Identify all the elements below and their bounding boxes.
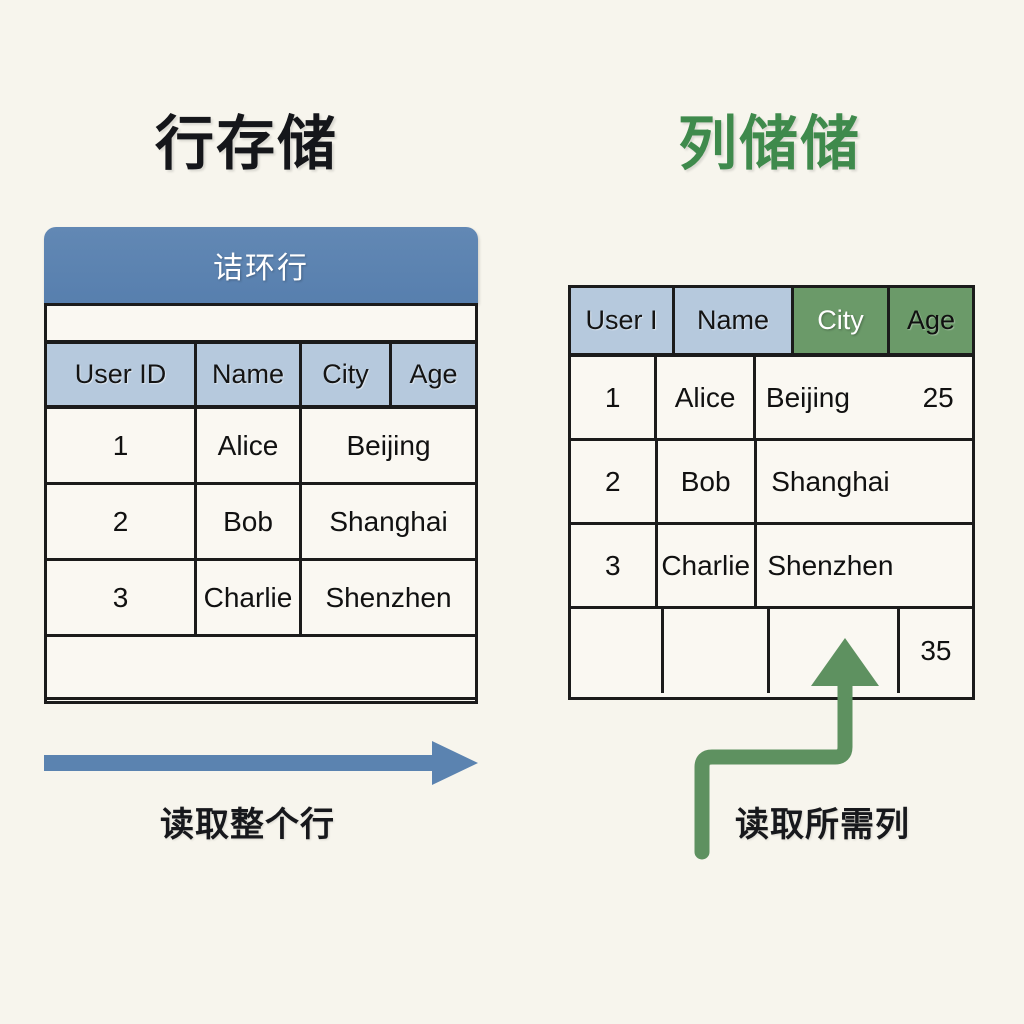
table-row: 2 Bob Shanghai	[47, 485, 475, 561]
col-cell-age: 35	[920, 635, 952, 666]
row-cell-name: Bob	[197, 485, 302, 558]
table-row-empty	[47, 637, 475, 700]
row-table-banner: 诘环行	[44, 227, 478, 303]
row-cell-city: Shenzhen	[325, 581, 452, 613]
table-row: 3 Charlie Shenzhen	[571, 525, 972, 609]
col-cell-city: Beijing	[765, 381, 850, 413]
row-table-banner-label: 诘环行	[213, 252, 309, 285]
col-header-name: Name	[675, 288, 794, 353]
row-table-header: User ID Name City Age	[47, 344, 475, 409]
column-table-header: User I Name City Age	[571, 288, 972, 357]
col-header-city: City	[794, 288, 890, 353]
row-cell-name: Alice	[197, 409, 302, 482]
left-panel-title: 行存储	[155, 111, 339, 177]
row-header-age: Age	[392, 344, 475, 405]
col-cell-age	[904, 441, 972, 522]
col-cell-user-id: 2	[571, 441, 658, 522]
left-panel-caption: 读取整个行	[160, 806, 335, 844]
col-cell-city	[770, 609, 900, 693]
row-header-user-id: User ID	[47, 344, 197, 405]
row-table-spacer	[47, 306, 475, 344]
row-cell-user-id: 2	[47, 485, 197, 558]
col-cell-user-id: 3	[571, 525, 658, 606]
row-header-name: Name	[197, 344, 302, 405]
col-cell-name: Bob	[658, 441, 757, 522]
right-panel-caption: 读取所需列	[735, 806, 910, 844]
table-row: 35	[571, 609, 972, 693]
col-cell-age: 25	[922, 381, 954, 413]
col-cell-user-id: 1	[571, 357, 658, 438]
table-row: 3 Charlie Shenzhen	[47, 561, 475, 637]
row-cell-city: Shanghai	[329, 505, 448, 537]
col-cell-name: Charlie	[658, 525, 757, 606]
row-storage-table: 诘环行 User ID Name City Age 1 Alice Beijin…	[44, 227, 478, 704]
row-cell-empty	[47, 637, 475, 697]
row-cell-name: Charlie	[197, 561, 302, 634]
col-cell-city: Shanghai	[771, 465, 890, 497]
row-cell-city: Beijing	[346, 429, 431, 461]
column-read-arrow-icon	[694, 638, 879, 860]
col-header-user-id: User I	[571, 288, 675, 353]
right-panel-title: 列储储	[678, 111, 862, 177]
row-cell-user-id: 1	[47, 409, 197, 482]
table-row: 1 Alice Beijing	[47, 409, 475, 485]
col-cell-age	[904, 525, 972, 606]
col-cell-name	[664, 609, 771, 693]
col-header-age: Age	[890, 288, 972, 353]
table-row: 1 Alice Beijing 25	[571, 357, 972, 441]
column-storage-table: User I Name City Age 1 Alice Beijing 25 …	[568, 285, 975, 700]
row-read-arrow-icon	[44, 741, 478, 785]
col-cell-user-id	[571, 609, 664, 693]
col-cell-name: Alice	[657, 357, 756, 438]
row-header-city: City	[302, 344, 392, 405]
row-table-grid: User ID Name City Age 1 Alice Beijing 2 …	[44, 303, 478, 704]
row-cell-user-id: 3	[47, 561, 197, 634]
col-cell-city: Shenzhen	[767, 549, 894, 581]
table-row: 2 Bob Shanghai	[571, 441, 972, 525]
